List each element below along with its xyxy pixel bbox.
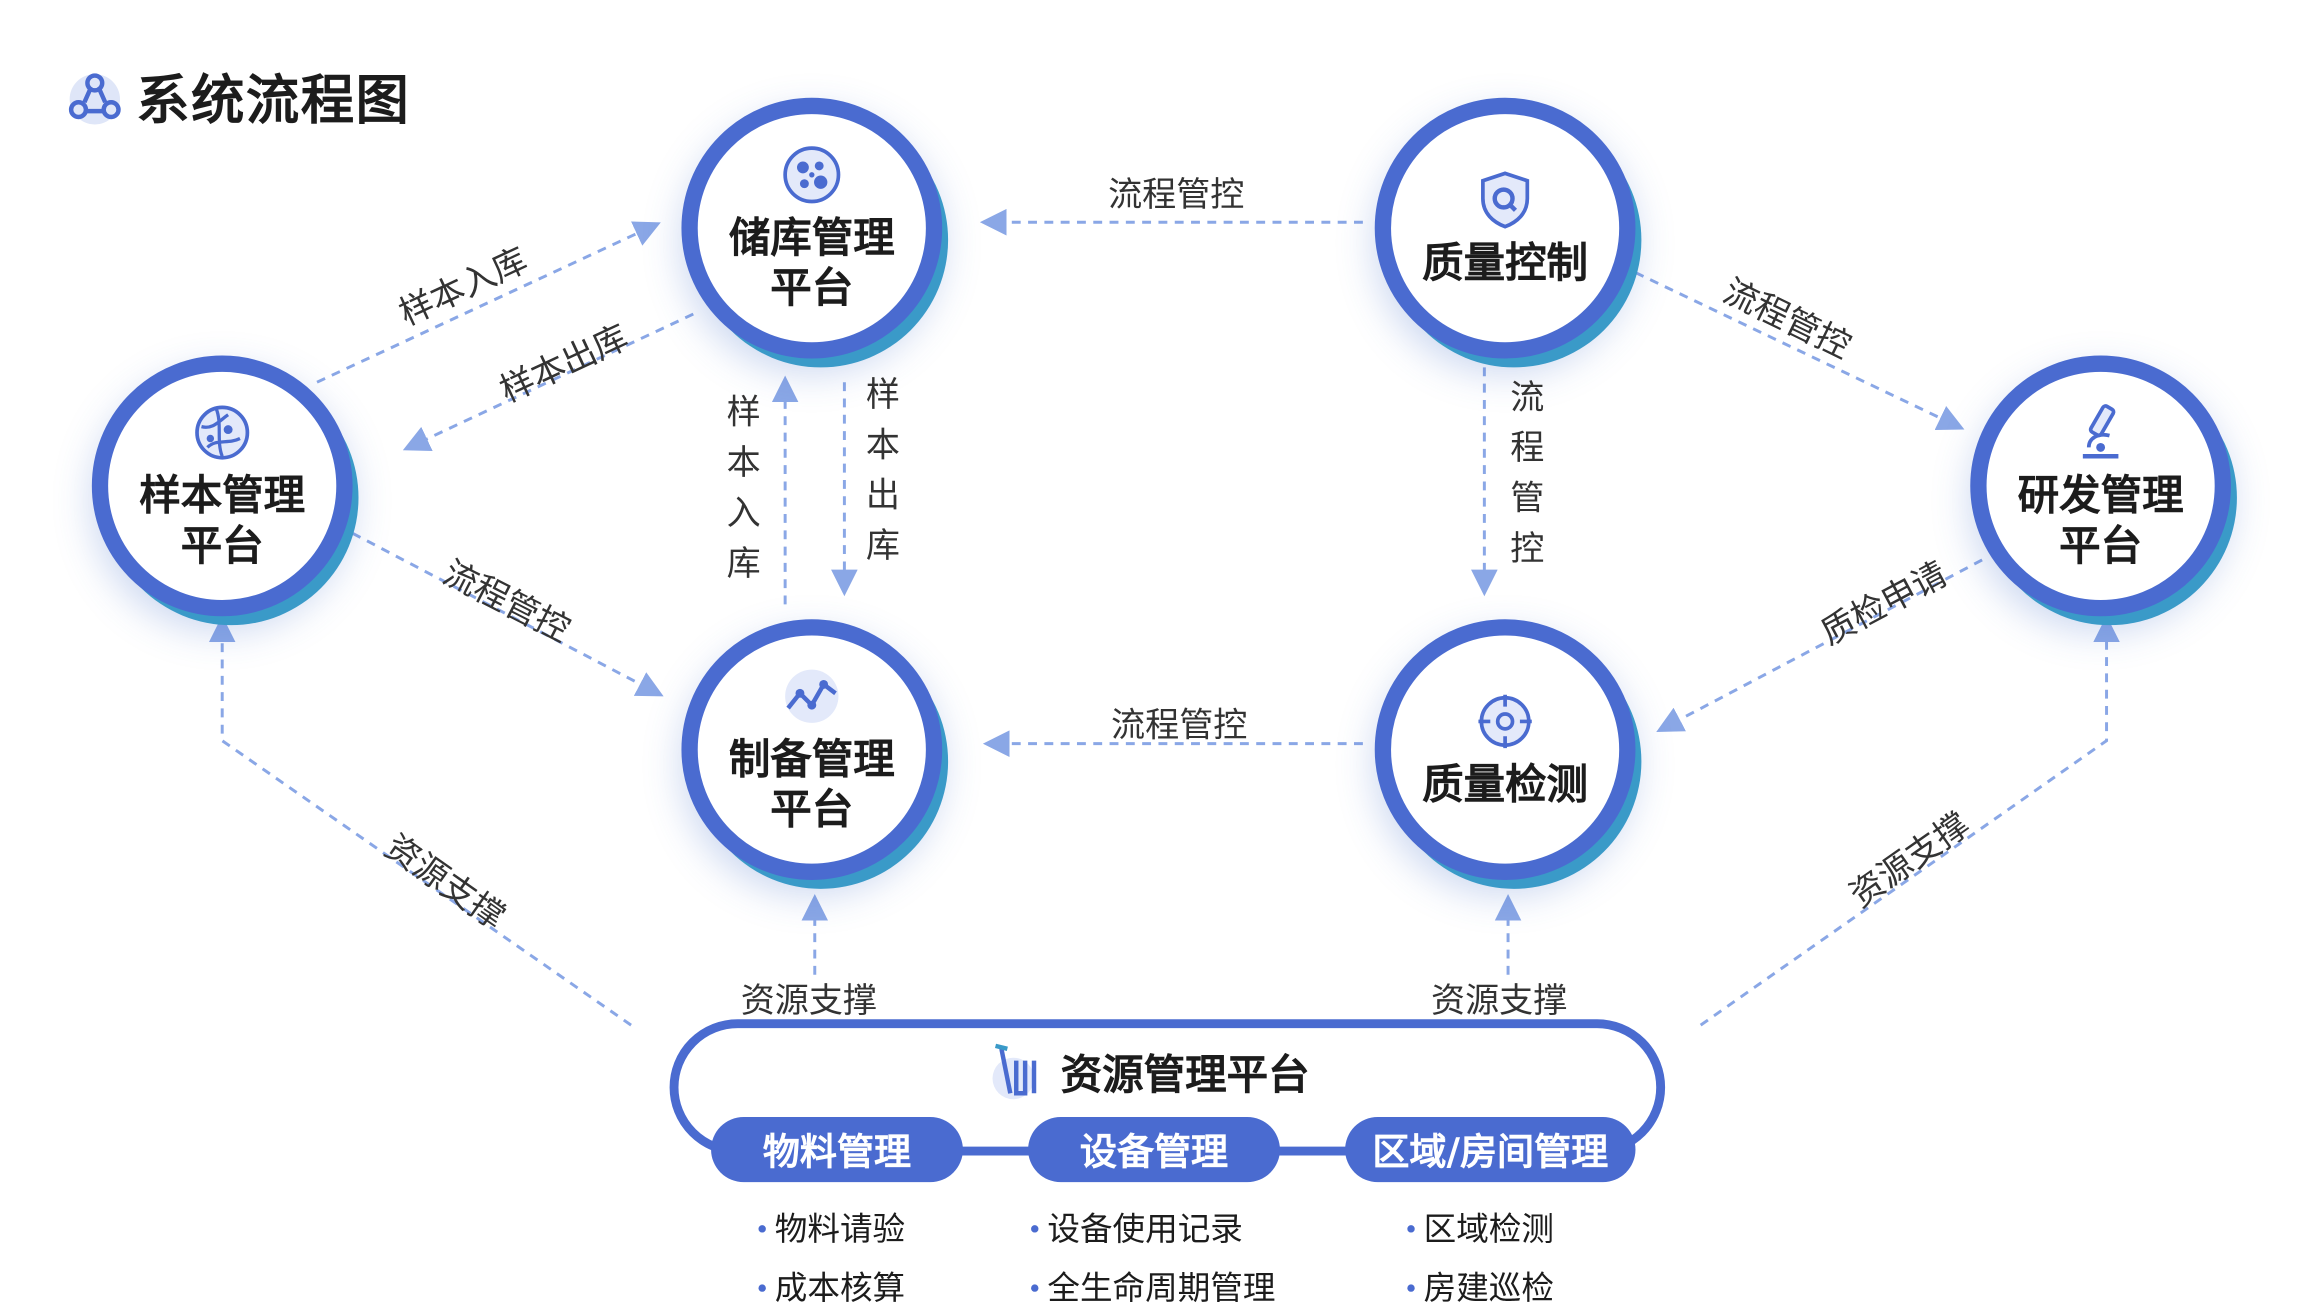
bullet-dot-icon: [1031, 1283, 1039, 1292]
node-preparation-platform[interactable]: 制备管理平台: [681, 619, 943, 880]
cells-icon: [783, 146, 841, 204]
edge-label-test-to-prep: 流程管控: [1111, 706, 1248, 746]
edge-label-prep-to-storage: 样本入库: [726, 394, 761, 584]
bullet-dot-icon: [1031, 1224, 1039, 1232]
list-item: 设备使用记录: [1031, 1203, 1243, 1250]
node-quality-control[interactable]: 质量控制: [1374, 97, 1636, 359]
node-quality-test[interactable]: 质量检测: [1374, 619, 1636, 880]
network-share-icon: [68, 73, 121, 125]
node-sample-platform[interactable]: 样本管理平台: [91, 355, 353, 617]
page-title: 系统流程图: [62, 59, 410, 133]
resource-group-equipment[interactable]: 设备管理: [1028, 1116, 1280, 1183]
bullet-dot-icon: [758, 1283, 766, 1292]
edge-label-storage-to-prep: 样本出库: [865, 376, 900, 566]
edge-label-res-to-test: 资源支撑: [1431, 982, 1568, 1021]
test-tube-icon: [992, 1043, 1037, 1100]
node-label: 储库管理平台: [728, 213, 895, 313]
bullet-dot-icon: [1407, 1283, 1415, 1292]
edge-label-qc-to-test: 流程管控: [1510, 379, 1545, 569]
edge-qc-to-rnd: [1634, 271, 1965, 431]
edge-label-res-to-prep: 资源支撑: [740, 982, 877, 1021]
target-icon: [1478, 694, 1532, 749]
shield-search-icon: [1481, 171, 1530, 229]
node-label: 质量控制: [1422, 238, 1589, 288]
list-item: 成本核算: [758, 1262, 905, 1309]
edge-res-to-sample: [208, 615, 632, 1027]
node-storage-platform[interactable]: 储库管理平台: [681, 97, 943, 359]
resource-group-materials[interactable]: 物料管理: [711, 1116, 963, 1183]
list-item: 全生命周期管理: [1031, 1262, 1276, 1309]
node-label: 制备管理平台: [728, 734, 895, 835]
node-label: 研发管理平台: [2017, 471, 2184, 571]
edge-sample-to-storage: [316, 221, 661, 384]
microscope-icon: [2082, 404, 2119, 459]
edge-res-to-rnd: [1699, 615, 2120, 1027]
list-item: 房建巡检: [1407, 1262, 1554, 1309]
node-rnd-platform[interactable]: 研发管理平台: [1970, 355, 2231, 617]
node-label: 质量检测: [1422, 759, 1589, 809]
globe-network-icon: [195, 405, 250, 460]
bullet-dot-icon: [1407, 1224, 1415, 1232]
list-item: 区域检测: [1407, 1203, 1554, 1250]
bullet-dot-icon: [758, 1224, 766, 1232]
edge-sample-to-prep: [351, 531, 664, 697]
edge-label-qc-to-storage: 流程管控: [1108, 176, 1245, 215]
list-item: 物料请验: [758, 1203, 905, 1250]
node-label: 样本管理平台: [139, 471, 306, 571]
page-title-text: 系统流程图: [136, 71, 411, 132]
edge-storage-to-sample: [402, 312, 694, 451]
edge-rnd-to-test: [1656, 558, 1983, 732]
resource-group-rooms[interactable]: 区域/房间管理: [1345, 1116, 1636, 1183]
resource-platform-title: 资源管理平台: [984, 1037, 1310, 1108]
line-trend-icon: [785, 669, 839, 723]
